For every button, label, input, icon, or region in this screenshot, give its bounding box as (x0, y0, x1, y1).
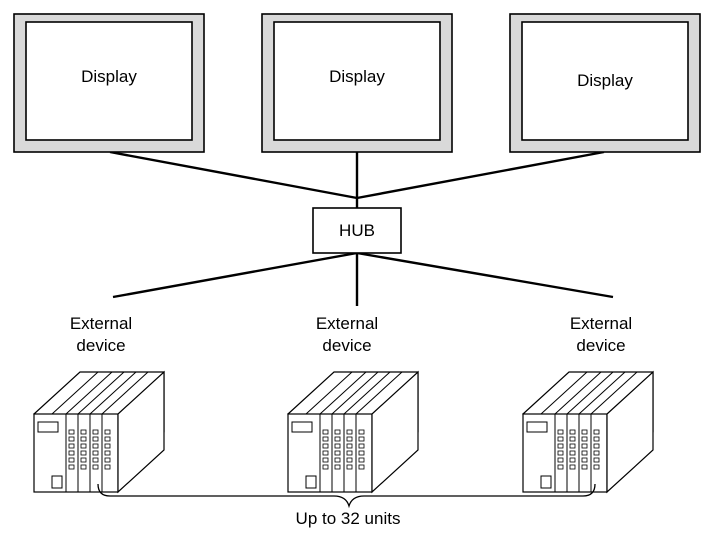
external-device-3-label-line2: device (576, 336, 626, 355)
external-device-2-icon (287, 371, 419, 493)
display-links (109, 150, 605, 200)
display-2 (261, 13, 453, 153)
hub-label: HUB (339, 221, 375, 240)
external-device-1-icon (33, 371, 165, 493)
link-device-1 (112, 251, 358, 299)
hub-box (312, 207, 402, 254)
external-device-2-label-line1: External (315, 314, 379, 333)
range-brace (97, 483, 596, 509)
display-1 (13, 13, 205, 153)
external-device-3-label-line1: External (569, 314, 633, 333)
link-device-3 (356, 251, 614, 299)
link-display-3 (356, 150, 605, 200)
device-links (112, 198, 614, 306)
link-display-1 (109, 150, 358, 200)
external-device-3-icon (522, 371, 654, 493)
external-device-1-label-line1: External (69, 314, 133, 333)
external-device-2-label-line2: device (322, 336, 372, 355)
range-note: Up to 32 units (295, 509, 401, 528)
display-1-label: Display (81, 67, 137, 86)
display-2-label: Display (329, 67, 385, 86)
display-3 (509, 13, 701, 153)
external-device-1-label-line2: device (76, 336, 126, 355)
display-3-label: Display (577, 71, 633, 90)
